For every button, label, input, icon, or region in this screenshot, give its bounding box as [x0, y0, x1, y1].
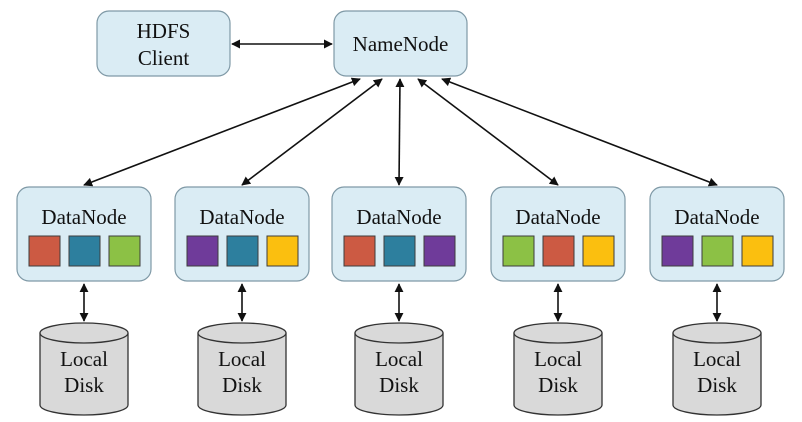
data-block-yellow [582, 235, 615, 267]
data-block-purple [186, 235, 219, 267]
disk-top [672, 322, 762, 344]
disk-top [39, 322, 129, 344]
data-block-yellow [266, 235, 299, 267]
disk-label-line2: Disk [222, 373, 262, 397]
disk-top [197, 322, 287, 344]
hdfs-client-label-line2: Client [138, 46, 189, 70]
disk-label-line2: Disk [64, 373, 104, 397]
datanode-label: DataNode [674, 205, 759, 229]
datanode-label: DataNode [515, 205, 600, 229]
data-block-yellow [741, 235, 774, 267]
datanode-label: DataNode [356, 205, 441, 229]
disk-label-line2: Disk [538, 373, 578, 397]
disk-body [672, 333, 762, 416]
hdfs-client-label-line1: HDFS [137, 19, 191, 43]
datanode-box [174, 186, 310, 282]
disk-body [39, 333, 129, 416]
namenode-datanode-arrow-1 [83, 77, 361, 187]
data-block-red [542, 235, 575, 267]
hdfs-client-node: HDFS Client [96, 10, 231, 77]
namenode-datanode-arrow-3 [394, 78, 405, 186]
data-block-teal [383, 235, 416, 267]
disk-label-line1: Local [60, 347, 108, 371]
namenode-datanode-arrow-4 [417, 78, 559, 186]
datanode-label: DataNode [199, 205, 284, 229]
data-block-purple [661, 235, 694, 267]
datanode-box [16, 186, 152, 282]
data-block-green [502, 235, 535, 267]
namenode-node: NameNode [333, 10, 468, 77]
data-block-green [701, 235, 734, 267]
datanode-box [331, 186, 467, 282]
hdfs-client-box [96, 10, 231, 77]
data-block-purple [423, 235, 456, 267]
data-block-teal [226, 235, 259, 267]
disk-label-line1: Local [693, 347, 741, 371]
disk-label-line1: Local [534, 347, 582, 371]
disk-label-line2: Disk [379, 373, 419, 397]
namenode-datanode-arrow-5 [441, 77, 718, 187]
disk-label-line1: Local [375, 347, 423, 371]
datanode-label: DataNode [41, 205, 126, 229]
namenode-datanode-arrow-2 [241, 78, 383, 186]
data-block-green [108, 235, 141, 267]
namenode-box [333, 10, 468, 77]
data-block-teal [68, 235, 101, 267]
disk-label-line1: Local [218, 347, 266, 371]
namenode-label: NameNode [353, 32, 449, 56]
disk-label-line2: Disk [697, 373, 737, 397]
disk-body [513, 333, 603, 416]
data-block-red [343, 235, 376, 267]
disk-body [354, 333, 444, 416]
datanode-box [649, 186, 785, 282]
datanode-box [490, 186, 626, 282]
data-block-red [28, 235, 61, 267]
disk-top [513, 322, 603, 344]
disk-top [354, 322, 444, 344]
datanodes-layer: DataNodeLocalDiskDataNodeLocalDiskDataNo… [16, 77, 785, 416]
disk-body [197, 333, 287, 416]
